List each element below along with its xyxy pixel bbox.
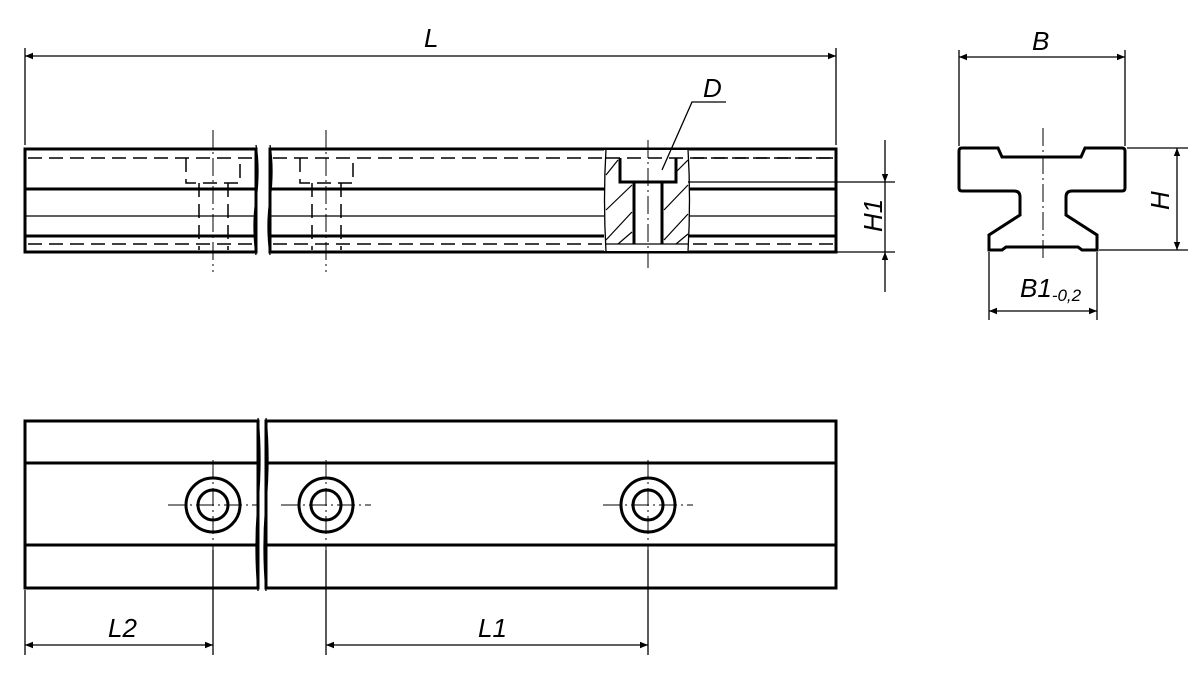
dim-label-B1-tolerance: -0,2	[1052, 286, 1082, 305]
dim-label-H: H	[1145, 191, 1175, 210]
mounting-hole	[281, 460, 371, 550]
dim-label-L: L	[424, 23, 438, 53]
top-view: L2 L1	[23, 417, 838, 655]
section-hatch	[603, 140, 833, 268]
dim-label-L2: L2	[108, 613, 137, 643]
dim-label-H1: H1	[858, 199, 888, 232]
side-view: D L H1	[23, 23, 895, 292]
dim-label-B1: B1-0,2	[1020, 273, 1082, 305]
dim-label-B: B	[1032, 26, 1049, 56]
mounting-hole	[603, 460, 693, 550]
dim-label-L1: L1	[478, 613, 507, 643]
mounting-hole	[168, 460, 258, 550]
profile-view: B H B1-0,2	[957, 26, 1188, 320]
dim-label-D: D	[703, 73, 722, 103]
dim-label-B1-name: B1	[1020, 273, 1052, 303]
